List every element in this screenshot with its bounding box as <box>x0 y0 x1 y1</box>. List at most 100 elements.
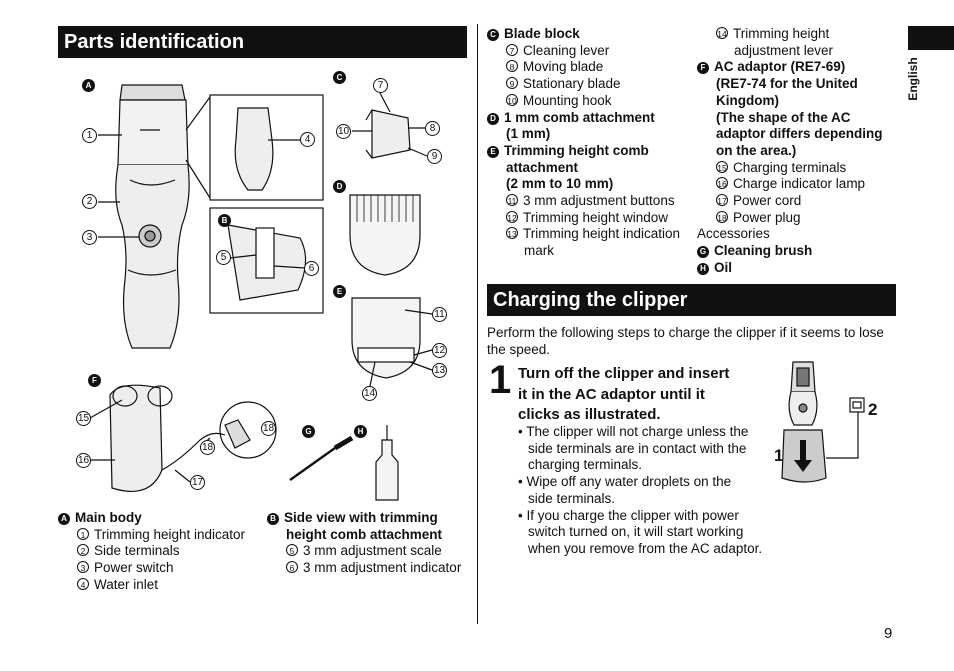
legend-item: Trimming height <box>733 26 830 41</box>
note-item: If you charge the clipper with powerswit… <box>518 508 778 558</box>
intro-line: Perform the following steps to charge th… <box>487 325 884 340</box>
item-number: 6 <box>286 561 298 574</box>
figure-label-h: H <box>354 425 367 438</box>
figure-label-13: 13 <box>432 363 447 378</box>
item-number: 5 <box>286 544 298 557</box>
step-instruction: Turn off the clipper and insert it in th… <box>518 364 768 426</box>
legend-title-cont: attachment <box>506 159 579 175</box>
figure-label-a: A <box>82 79 95 92</box>
item-number: 18 <box>716 210 728 223</box>
item-number: 2 <box>77 544 89 557</box>
item-number: 4 <box>77 577 89 590</box>
figure-label-f: F <box>88 374 101 387</box>
legend-item: 3 mm adjustment scale <box>303 543 442 559</box>
figure-label-9: 9 <box>427 149 442 164</box>
legend-title-cont: Kingdom) <box>716 92 779 108</box>
item-number: 17 <box>716 194 728 207</box>
figure-label-2: 2 <box>82 194 97 209</box>
legend-title-cont: on the area.) <box>716 142 797 158</box>
figure-label-3: 3 <box>82 230 97 245</box>
legend-item: Power switch <box>94 560 174 576</box>
step-line: Turn off the clipper and insert <box>518 365 730 382</box>
figure-label-14: 14 <box>362 386 377 401</box>
item-number: 15 <box>716 160 728 173</box>
figure-label-12: 12 <box>432 343 447 358</box>
legend-item: Power cord <box>733 193 802 209</box>
legend-title-cont: (The shape of the AC <box>716 109 851 125</box>
step-line: clicks as illustrated. <box>518 406 661 423</box>
figure-label-11: 11 <box>432 307 447 322</box>
figure-label-b: B <box>218 214 231 227</box>
figure-label-d: D <box>333 180 346 193</box>
figure-label-6: 6 <box>304 261 319 276</box>
legend-title: Trimming height comb <box>504 142 649 158</box>
legend-title-cont: (1 mm) <box>506 126 551 142</box>
parts-identification-heading: Parts identification <box>58 26 467 58</box>
legend-item: Cleaning lever <box>523 42 610 58</box>
figure-label-4: 4 <box>300 132 315 147</box>
legend-title: Cleaning brush <box>714 243 813 259</box>
accessories-label: Accessories <box>697 226 770 242</box>
legend-item-cont: adjustment lever <box>734 42 834 58</box>
badge-h: H <box>697 262 709 275</box>
charging-heading: Charging the clipper <box>487 284 896 316</box>
figure-label-5: 5 <box>216 250 231 265</box>
intro-line: the speed. <box>487 341 551 357</box>
item-number: 10 <box>506 93 518 106</box>
item-number: 14 <box>716 27 728 39</box>
item-number: 1 <box>77 527 89 540</box>
language-tab <box>908 26 954 50</box>
badge-c: C <box>487 29 499 41</box>
figure-label-8: 8 <box>425 121 440 136</box>
step-number: 1 <box>489 358 512 402</box>
figure-label-7: 7 <box>373 78 388 93</box>
figure-label-e: E <box>333 285 346 298</box>
legend-title-cont: (2 mm to 10 mm) <box>506 176 614 192</box>
badge-f: F <box>697 62 709 75</box>
legend-item: Moving blade <box>523 59 604 75</box>
figure-label-18b: 18 <box>261 421 276 436</box>
step-notes: The clipper will not charge unless thesi… <box>518 424 778 558</box>
item-number: 13 <box>506 227 518 240</box>
figure-label-10: 10 <box>336 124 351 139</box>
legend-title-cont: adaptor differs depending <box>716 126 883 142</box>
legend-item: Power plug <box>733 209 801 225</box>
step-label-1: 1 <box>774 446 784 465</box>
legend-title: Blade block <box>504 26 580 41</box>
legend-title-cont: height comb attachment <box>286 526 443 542</box>
legend-right-col2: 14 Trimming height adjustment lever F AC a… <box>697 26 902 277</box>
page-number: 9 <box>884 625 893 642</box>
figure-label-c: C <box>333 71 346 84</box>
legend-item: Charge indicator lamp <box>733 176 866 192</box>
legend-title: Oil <box>714 259 733 275</box>
item-number: 16 <box>716 177 728 190</box>
step-line: it in the AC adaptor until it <box>518 385 705 403</box>
language-label: English <box>906 57 920 101</box>
item-number: 7 <box>506 43 518 56</box>
figure-label-15: 15 <box>76 411 91 426</box>
step-label-2: 2 <box>868 400 878 419</box>
parts-illustration <box>89 84 433 501</box>
legend-item: Charging terminals <box>733 159 847 175</box>
legend-title: 1 mm comb attachment <box>504 109 655 125</box>
badge-e: E <box>487 145 499 158</box>
badge-a: A <box>58 513 70 525</box>
legend-item: Mounting hook <box>523 92 612 108</box>
figure-label-1: 1 <box>82 128 97 143</box>
legend-title: Main body <box>75 510 142 525</box>
figure-label-17: 17 <box>190 475 205 490</box>
legend-item: Stationary blade <box>523 76 621 92</box>
figure-label-18a: 18 <box>200 440 215 455</box>
legend-title-cont: (RE7-74 for the United <box>716 76 858 92</box>
item-number: 3 <box>77 561 89 574</box>
legend-item: 3 mm adjustment buttons <box>523 193 675 209</box>
legend-title: AC adaptor (RE7-69) <box>714 59 846 75</box>
figure-label-g: G <box>302 425 315 438</box>
badge-g: G <box>697 246 709 259</box>
badge-b: B <box>267 513 279 525</box>
legend-item: Water inlet <box>94 576 159 592</box>
